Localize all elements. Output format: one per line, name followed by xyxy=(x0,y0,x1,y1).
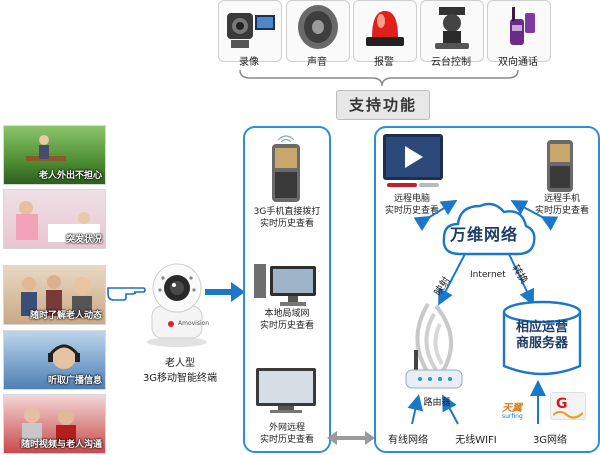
camcorder-icon xyxy=(227,13,275,48)
photo-outdoor: 老人外出不担心 xyxy=(3,125,106,185)
remote-pc-history-text: 实时历史查看 xyxy=(384,206,439,216)
feature-alarm-label: 报警 xyxy=(374,57,394,68)
tianyi-logo: 天翼 surfing xyxy=(502,396,546,420)
video-player-icon xyxy=(383,134,443,187)
wave-icon xyxy=(553,410,583,419)
alarm-light-icon xyxy=(366,11,404,46)
ip-camera-icon xyxy=(147,263,207,347)
internet-label: Internet xyxy=(470,270,506,280)
wifi-label: 无线WIFI xyxy=(455,435,497,446)
router-icon xyxy=(405,350,463,389)
feature-ptz xyxy=(420,0,484,62)
wan-text: 外网远程 xyxy=(268,423,305,433)
feature-bracket xyxy=(239,69,519,87)
cloud-shape xyxy=(442,202,536,256)
terminal-brand: Amovision xyxy=(178,320,210,327)
photo-emergency: 突发状况 xyxy=(3,189,106,249)
video-chat-image xyxy=(22,407,76,447)
feature-sound xyxy=(286,0,350,62)
remote-pc-text: 远程电脑 xyxy=(393,194,430,204)
terminal-type: 老人型 xyxy=(165,358,195,369)
remote-phone-history-text: 实时历史查看 xyxy=(534,206,589,216)
elderly-bench-image xyxy=(26,135,66,161)
photo-caption: 随时了解老人动态 xyxy=(29,311,102,321)
internet-cloud-label: 万维网络 xyxy=(450,225,519,244)
mobile-phone-icon xyxy=(272,135,300,202)
speaker-icon xyxy=(298,5,338,49)
photo-caption: 突发状况 xyxy=(65,235,102,245)
photo-radio: 听取广播信息 xyxy=(3,330,106,390)
phone-history-text: 实时历史查看 xyxy=(259,219,314,229)
family-image xyxy=(21,275,92,318)
pan-tilt-head-icon xyxy=(435,7,469,49)
server-line1: 相应运营 xyxy=(515,320,568,335)
photo-video-chat: 随时视频与老人沟通 xyxy=(3,394,106,454)
walkie-talkie-icon xyxy=(510,7,535,45)
remote-phone-text: 远程手机 xyxy=(543,194,580,204)
desktop-pc-icon xyxy=(254,264,316,306)
tianyi-text: 天翼 xyxy=(502,403,522,414)
panel-link-arrow xyxy=(327,431,375,445)
wan-history-text: 实时历史查看 xyxy=(259,435,314,445)
pointing-hand-icon xyxy=(107,287,146,301)
server-cylinder xyxy=(502,300,582,376)
feature-alarm xyxy=(353,0,417,62)
3g-logo-letter: G xyxy=(556,396,568,412)
feature-talk-label: 双向通话 xyxy=(498,57,538,68)
photo-family: 随时了解老人动态 xyxy=(3,265,106,325)
remote-phone-icon xyxy=(547,140,573,192)
phone-direct-text: 3G手机直接拨打 xyxy=(253,207,321,217)
feature-record xyxy=(218,0,282,62)
lan-history-text: 实时历史查看 xyxy=(259,321,314,331)
support-title: 支持功能 xyxy=(336,90,430,120)
feature-sound-label: 声音 xyxy=(307,57,327,68)
3g-logo: G xyxy=(550,392,586,420)
network-links xyxy=(407,199,559,425)
wired-network-label: 有线网络 xyxy=(388,435,428,446)
3g-network-label: 3G网络 xyxy=(532,435,568,446)
photo-caption: 老人外出不担心 xyxy=(38,171,102,181)
nurse-care-image xyxy=(16,201,100,242)
camera-to-panel-arrow xyxy=(205,282,245,302)
photo-caption: 听取广播信息 xyxy=(47,376,102,386)
tianyi-en-text: surfing xyxy=(502,413,523,420)
router-label: 路由器 xyxy=(423,398,451,408)
server-line2: 商服务器 xyxy=(515,336,568,351)
monitor-icon xyxy=(256,368,316,413)
feature-record-label: 录像 xyxy=(239,57,259,68)
lan-text: 本地局域网 xyxy=(264,309,310,319)
photo-caption: 随时视频与老人沟通 xyxy=(20,440,102,450)
feature-ptz-label: 云台控制 xyxy=(431,57,471,68)
headphone-elder-image xyxy=(48,344,80,369)
feature-talk xyxy=(487,0,551,62)
wifi-signal-icon xyxy=(415,302,453,378)
terminal-desc: 3G移动智能终端 xyxy=(142,373,218,384)
